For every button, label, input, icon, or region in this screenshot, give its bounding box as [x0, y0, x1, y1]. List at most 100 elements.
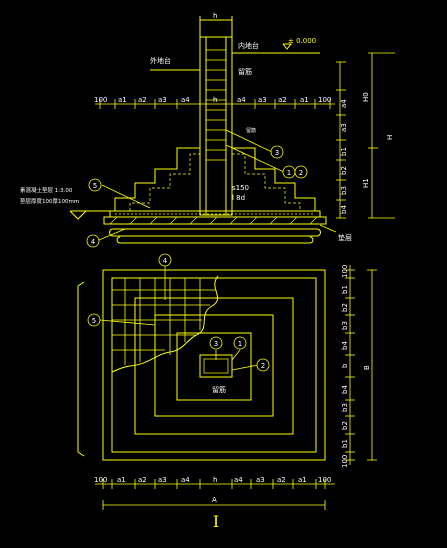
svg-text:b4: b4 [341, 385, 349, 394]
svg-text:b4: b4 [340, 205, 348, 214]
svg-text:4: 4 [163, 257, 168, 265]
svg-text:a4: a4 [234, 476, 243, 484]
cushion-layer [103, 216, 327, 225]
svg-text:1: 1 [238, 340, 242, 348]
elevation-view [69, 16, 395, 244]
plan-rebar-grid [112, 278, 215, 365]
svg-text:a2: a2 [138, 96, 147, 104]
svg-text:100: 100 [318, 476, 331, 484]
section-mark: I [213, 512, 219, 531]
svg-text:a4: a4 [237, 96, 246, 104]
svg-text:100: 100 [341, 455, 349, 468]
svg-text:a4: a4 [340, 99, 348, 108]
svg-text:b1: b1 [340, 147, 348, 156]
column-outline [199, 36, 233, 216]
svg-text:a3: a3 [158, 476, 167, 484]
svg-text:a1: a1 [117, 476, 126, 484]
plan-bottom-dims [95, 479, 335, 510]
svg-text:3: 3 [214, 340, 218, 348]
svg-text:a4: a4 [181, 96, 190, 104]
elev-right-dim-labels: H0 H H1 a4 a3 b1 b2 b3 b4 [340, 92, 394, 214]
svg-text:a3: a3 [258, 96, 267, 104]
svg-text:b2: b2 [341, 303, 349, 312]
inner-ground-label: 内地台 [238, 41, 259, 50]
svg-text:2: 2 [299, 169, 303, 177]
spacing-label: s150 [232, 184, 249, 192]
svg-text:b3: b3 [341, 321, 349, 330]
svg-text:5: 5 [93, 182, 97, 190]
svg-text:b2: b2 [341, 421, 349, 430]
plan-view [77, 265, 377, 510]
callout-2-plan [256, 358, 270, 372]
svg-text:H1: H1 [362, 178, 370, 188]
svg-text:h: h [213, 96, 217, 104]
svg-text:a2: a2 [138, 476, 147, 484]
reserve2-label-elev: 留筋 [246, 127, 256, 134]
svg-text:2: 2 [261, 362, 265, 370]
svg-text:b2: b2 [340, 166, 348, 175]
plan-total-A: A [212, 496, 217, 504]
callout-leaders [98, 129, 337, 371]
reserve-label-plan: 留筋 [212, 385, 226, 394]
outer-ground-label: 外地台 [150, 56, 171, 65]
callout-5-elev [88, 178, 102, 192]
svg-text:b3: b3 [340, 186, 348, 195]
svg-text:a3: a3 [340, 123, 348, 132]
plan-step-1 [111, 277, 317, 453]
stepped-footing [114, 147, 200, 211]
svg-text:H0: H0 [362, 92, 370, 102]
svg-text:5: 5 [92, 317, 96, 325]
elev-top-dim-labels: 100 a1 a2 a3 a4 h a4 a3 a2 a1 100 [94, 96, 331, 104]
svg-text:100: 100 [341, 265, 349, 278]
svg-text:a2: a2 [278, 96, 287, 104]
zero-level-label: ± 0.000 [288, 37, 316, 45]
svg-text:100: 100 [318, 96, 331, 104]
note-line1: 素混凝土垫层 1:3.00 [20, 186, 73, 194]
section-bracket [77, 281, 85, 457]
reserve-label-elev: 留筋 [238, 67, 252, 76]
svg-text:4: 4 [91, 238, 96, 246]
plan-step-3 [154, 314, 274, 417]
svg-text:1: 1 [287, 169, 291, 177]
svg-text:b1: b1 [341, 439, 349, 448]
note-line2: 垫层厚度100厚100mm [20, 197, 79, 205]
svg-text:a1: a1 [300, 96, 309, 104]
callout-4-plan [158, 253, 172, 267]
break-line [111, 275, 219, 373]
zero-level-marker [282, 43, 293, 50]
callout-1-plan [233, 336, 247, 350]
cushion-hatch [109, 216, 318, 225]
svg-text:100: 100 [94, 96, 107, 104]
svg-text:a1: a1 [118, 96, 127, 104]
svg-text:b: b [341, 363, 349, 368]
callout-3-plan [209, 336, 223, 350]
svg-text:a1: a1 [298, 476, 307, 484]
svg-text:b1: b1 [341, 285, 349, 294]
callout-3-elev [270, 145, 284, 159]
plan-outer [102, 269, 326, 461]
plan-total-B: B [363, 365, 371, 370]
callout-5-plan [87, 313, 101, 327]
svg-text:100: 100 [94, 476, 107, 484]
svg-text:a3: a3 [158, 96, 167, 104]
column-stirrups [206, 49, 226, 161]
svg-text:a3: a3 [256, 476, 265, 484]
plan-right-dims [345, 265, 377, 465]
elevation-top-dims [95, 99, 335, 109]
plan-right-dim-labels: 100 b1 b2 b3 b4 b b4 b3 b2 b1 100 B [341, 265, 371, 468]
plan-step-2 [134, 297, 294, 435]
callout-4-elev [86, 234, 100, 248]
cushion-label: 垫层 [338, 233, 352, 242]
svg-text:H: H [386, 135, 394, 140]
svg-text:b3: b3 [341, 403, 349, 412]
svg-text:h: h [213, 476, 217, 484]
col-width-label: h [213, 12, 217, 20]
svg-text:b4: b4 [341, 341, 349, 350]
svg-text:3: 3 [275, 149, 279, 157]
embed-label: l 8d [232, 194, 245, 202]
elevation-right-dims [336, 52, 395, 219]
svg-text:a4: a4 [181, 476, 190, 484]
plan-bottom-dim-labels: 100 a1 a2 a3 a4 h a4 a3 a2 a1 100 A [94, 476, 331, 504]
svg-text:a2: a2 [277, 476, 286, 484]
